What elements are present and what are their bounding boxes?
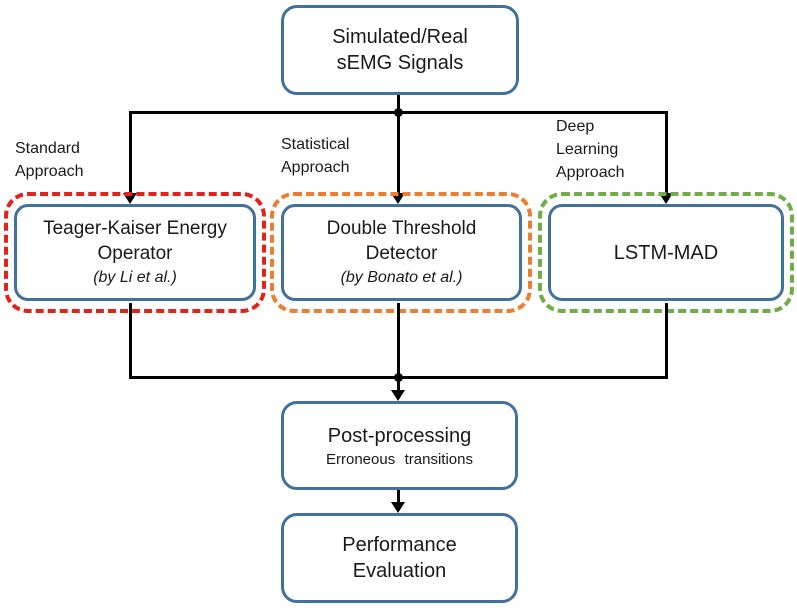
connector-merge-drop <box>397 376 400 392</box>
label-statistical-approach: Statistical Approach <box>281 136 350 177</box>
node-double-threshold-title: Double Threshold Detector <box>326 218 477 264</box>
connector-input-drop <box>397 95 400 115</box>
node-input-signals: Simulated/Real sEMG Signals <box>281 5 519 95</box>
node-teager-kaiser: Teager-Kaiser Energy Operator (by Li et … <box>14 204 256 301</box>
connector-standard-drop <box>129 111 132 195</box>
arrowhead-post-processing-icon <box>391 390 405 401</box>
outline-statistical-approach <box>270 192 532 313</box>
node-lstm-mad: LSTM-MAD <box>548 204 784 301</box>
arrowhead-performance-icon <box>391 502 405 513</box>
node-post-processing: Post-processing Erroneous transitions <box>281 401 518 490</box>
node-performance-evaluation: Performance Evaluation <box>281 513 518 603</box>
connector-statistical-drop <box>397 111 400 195</box>
connector-post-to-performance <box>397 490 400 504</box>
arrowhead-statistical-icon <box>391 193 405 204</box>
outline-standard-approach <box>4 192 266 313</box>
node-post-processing-subtitle: Erroneous transitions <box>326 450 473 468</box>
connector-deep-drop <box>665 111 668 195</box>
arrowhead-standard-icon <box>123 193 137 204</box>
node-double-threshold-citation: (by Bonato et al.) <box>340 268 463 286</box>
arrowhead-deep-icon <box>659 193 673 204</box>
node-post-processing-title: Post-processing <box>327 424 472 447</box>
label-standard-approach: Standard Approach <box>15 140 84 181</box>
connector-deep-out <box>665 303 668 379</box>
connector-statistical-out <box>397 303 400 379</box>
node-double-threshold: Double Threshold Detector (by Bonato et … <box>281 204 522 301</box>
node-teager-kaiser-title: Teager-Kaiser Energy Operator <box>43 218 227 264</box>
connector-standard-out <box>129 303 132 379</box>
label-deep-learning-approach: Deep Learning Approach <box>556 118 625 182</box>
node-input-label: Simulated/Real sEMG Signals <box>332 26 468 74</box>
node-teager-kaiser-citation: (by Li et al.) <box>93 268 177 286</box>
node-performance-evaluation-title: Performance Evaluation <box>342 534 457 582</box>
node-lstm-mad-title: LSTM-MAD <box>613 241 719 264</box>
